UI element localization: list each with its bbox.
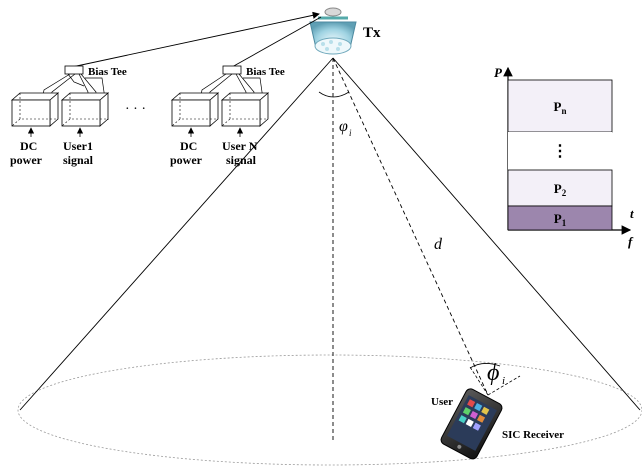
user-distance-line <box>332 57 489 396</box>
power-level-box-3 <box>507 169 613 207</box>
tx-label: Tx <box>363 25 381 41</box>
sic-receiver-label: SIC Receiver <box>502 429 564 441</box>
led-transmitter-icon <box>309 7 357 55</box>
phi-large-subscript: i <box>502 375 505 387</box>
source-1-line2: power <box>10 153 43 167</box>
cone-right-edge <box>332 57 641 411</box>
phi-large-symbol: ϕ <box>487 360 499 386</box>
chart-x-axis-f-label: f <box>628 234 634 249</box>
power-level-box-2 <box>508 132 612 170</box>
source-2-line1: User1 <box>63 139 93 153</box>
phi-small-subscript: i <box>349 128 352 138</box>
source-2-line2: signal <box>63 153 94 167</box>
source-box-dc-1 <box>10 92 60 137</box>
incidence-angle-arc <box>469 363 501 369</box>
irradiance-angle-arc <box>318 91 350 98</box>
power-level-box-4 <box>507 205 613 231</box>
coverage-floor-ellipse <box>17 354 642 466</box>
source-4-line2: signal <box>226 153 257 167</box>
bias-tee-1-label: Bias Tee <box>88 66 127 78</box>
bias-tee-2-box <box>222 65 242 75</box>
receiver-normal-dashed-2 <box>469 366 489 396</box>
source-box-user1 <box>60 92 110 137</box>
cone-left-edge <box>19 57 334 411</box>
source-3-line1: DC <box>180 139 197 153</box>
feed-line-1 <box>71 11 320 68</box>
bias-tee-1-box <box>64 65 84 75</box>
power-level-label-2: ⋮ <box>552 143 568 160</box>
source-4-line1: User N <box>222 139 258 153</box>
chart-y-axis-label: P <box>494 65 503 80</box>
bias-tee-2-label: Bias Tee <box>246 66 285 78</box>
chart-x-axis-t-label: t <box>630 206 634 221</box>
ellipsis-dots: · · · <box>125 102 146 117</box>
bias-tee-1-group <box>37 65 109 121</box>
smartphone-icon <box>440 388 503 460</box>
source-box-userN <box>220 92 270 137</box>
source-3-line2: power <box>170 153 203 167</box>
feed-line-2 <box>231 16 322 68</box>
user-label: User <box>431 396 453 408</box>
power-level-box-1 <box>507 79 613 133</box>
receiver-normal-dashed <box>487 375 521 396</box>
phi-small-symbol: φ <box>339 118 348 135</box>
distance-symbol: d <box>434 236 443 253</box>
source-box-dc-2 <box>170 92 220 137</box>
bias-tee-2-group <box>195 65 267 121</box>
source-1-line1: DC <box>20 139 37 153</box>
